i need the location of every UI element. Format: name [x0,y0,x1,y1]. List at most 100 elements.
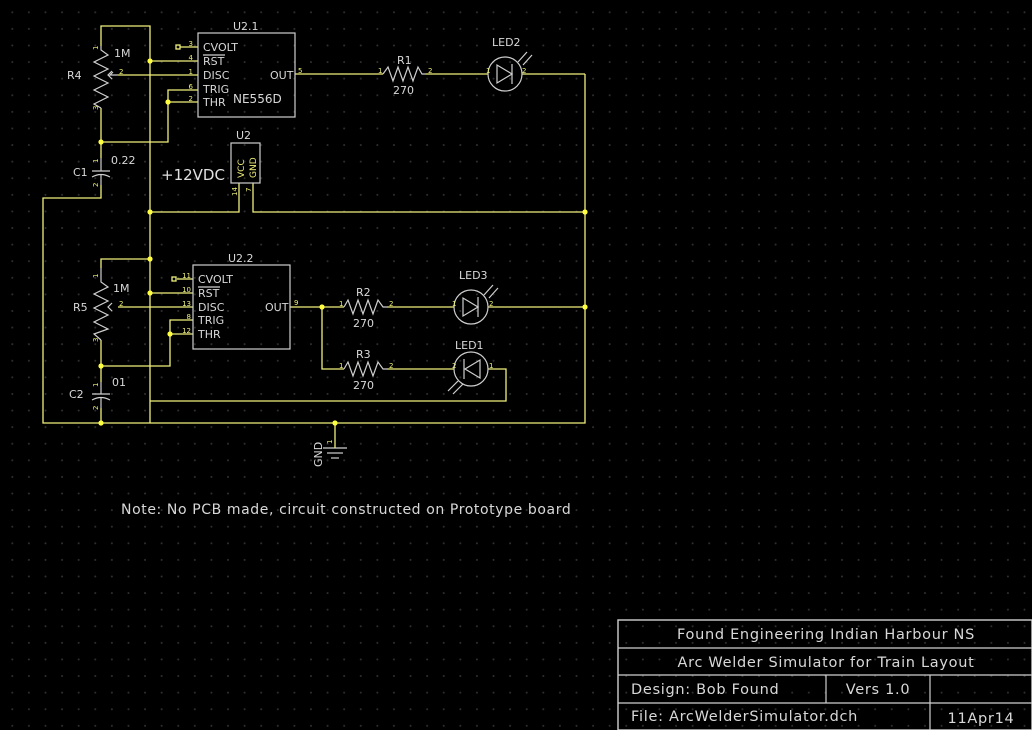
pin-number: 2 [119,300,123,308]
pin-number: 8 [187,313,191,321]
supply-label: +12VDC [161,166,225,184]
junction-dot [319,304,325,310]
component-value: 1M [114,47,131,60]
junction-dot [165,99,171,105]
pin-number: 2 [119,68,123,76]
title-block-file: File: ArcWelderSimulator.dch [631,709,858,725]
pin-number: 2 [489,300,493,308]
junction-dot [98,420,104,426]
wire[interactable] [101,319,193,367]
pin-number: 1 [339,362,343,370]
component-value: 1M [113,282,130,295]
pin-number: 1 [339,300,343,308]
pin-number: 1 [92,46,100,50]
component-ref: LED2 [492,36,521,49]
pin-number: 2 [92,183,100,187]
pin-number: 5 [298,67,302,75]
potentiometer-r5[interactable]: R5 1M 1 2 3 [73,268,130,342]
pin-name: TRIG [197,314,224,327]
resistor-r2[interactable]: R2 270 1 2 [339,286,393,330]
pin-number: 1 [92,274,100,278]
ic-u2-2[interactable]: U2.2 CVOLT RST DISC TRIG THR OUT 11 10 1… [171,252,298,350]
wire[interactable] [42,74,586,424]
junction-dot [167,331,173,337]
component-ref: C1 [73,166,88,179]
component-ref: R1 [397,54,412,67]
junction-dot [147,290,153,296]
pin-name: CVOLT [203,41,238,54]
pin-number: 9 [294,299,298,307]
pin-number: 1 [92,383,100,387]
pin-name: THR [197,328,221,341]
pin-name: DISC [203,69,230,82]
junction-dot [147,58,153,64]
pin-number: 1 [489,362,493,370]
junction-dot [98,139,104,145]
wire[interactable] [321,307,344,370]
gnd-label: GND [312,442,325,467]
component-ref: R2 [356,286,371,299]
pin-name: TRIG [202,83,229,96]
pin-number: 12 [182,327,191,335]
pin-number: 6 [189,83,194,91]
pin-number: 1 [452,300,456,308]
pin-number: 3 [92,338,100,342]
ic-ref: U2.2 [228,252,254,265]
pin-name: RST [198,287,220,300]
wire[interactable] [252,183,585,213]
component-ref: LED1 [455,339,484,352]
resistor-r1[interactable]: R1 270 1 2 [378,54,432,97]
wires [42,25,586,445]
component-ref: LED3 [459,269,488,282]
capacitor-c2[interactable]: C2 01 1 2 [69,376,126,410]
pin-number: 4 [189,54,194,62]
junction-dot [147,256,153,262]
pin-number: 2 [522,67,526,75]
pin-number: 14 [231,187,239,196]
cvolt-terminal [175,44,181,50]
pin-number: 1 [326,440,334,444]
ground-symbol[interactable]: GND 1 [312,440,347,467]
ic-ref: U2 [236,129,251,142]
pin-number: 13 [182,300,191,308]
ic-u2-power[interactable]: U2 VCC GND 14 7 +12VDC [161,129,261,196]
junction-dot [147,209,153,215]
capacitor-c1[interactable]: C1 0.22 1 2 [73,154,136,187]
resistor-r3[interactable]: R3 270 1 2 [339,348,393,392]
pin-number: 10 [182,286,191,294]
junction-dot [98,363,104,369]
pin-number: 2 [92,406,100,410]
potentiometer-r4[interactable]: R4 1M 1 2 3 [67,46,131,110]
pin-name: GND [249,157,259,178]
pin-number: 2 [428,67,432,75]
component-value: 270 [353,379,374,392]
pin-number: 1 [486,67,490,75]
junction-dot [582,209,588,215]
pin-name: OUT [265,301,289,314]
title-block-company: Found Engineering Indian Harbour NS [677,627,975,643]
wire[interactable] [150,368,507,402]
ic-u2-1[interactable]: U2.1 CVOLT RST DISC TRIG THR OUT NE556D … [175,20,302,118]
wire[interactable] [101,89,198,143]
component-value: 270 [393,84,414,97]
wire[interactable] [100,258,150,268]
ic-part: NE556D [233,92,282,106]
pin-number: 2 [389,300,393,308]
pin-number: 3 [189,40,193,48]
wire[interactable] [100,25,151,423]
wire[interactable] [150,183,240,213]
pin-number: 2 [189,95,193,103]
junctions [98,58,588,426]
led-led1[interactable]: LED1 2 1 [447,339,493,395]
pin-number: 2 [452,362,456,370]
component-value: 01 [112,376,126,389]
pin-number: 1 [189,68,193,76]
component-value: 0.22 [111,154,136,167]
junction-dot [332,420,338,426]
led-led3[interactable]: LED3 1 2 [452,269,499,325]
pin-name: CVOLT [198,273,233,286]
component-ref: C2 [69,388,84,401]
led-led2[interactable]: LED2 1 2 [486,36,533,92]
